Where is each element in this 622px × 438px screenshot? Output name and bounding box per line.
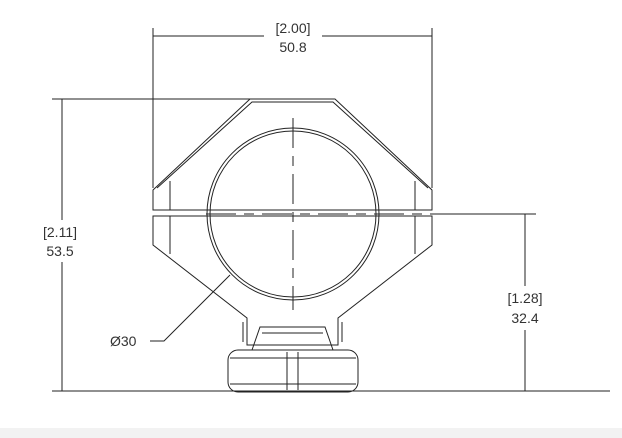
width-inches: [2.00] bbox=[275, 20, 310, 36]
width-mm: 50.8 bbox=[279, 39, 306, 55]
bore-diameter-label: Ø30 bbox=[110, 333, 137, 349]
dimension-bore: Ø30 bbox=[110, 274, 231, 349]
dimension-height: [2.11] 53.5 bbox=[43, 98, 610, 392]
center-height-inches: [1.28] bbox=[507, 290, 542, 306]
height-mm: 53.5 bbox=[46, 243, 73, 259]
height-inches: [2.11] bbox=[43, 224, 77, 240]
center-height-mm: 32.4 bbox=[511, 310, 538, 326]
dimension-width: [2.00] 50.8 bbox=[152, 20, 433, 188]
bore-circle bbox=[206, 118, 435, 310]
bottom-strip bbox=[0, 428, 622, 438]
part-outline bbox=[152, 98, 433, 393]
dimension-center-height: [1.28] 32.4 bbox=[435, 213, 543, 391]
